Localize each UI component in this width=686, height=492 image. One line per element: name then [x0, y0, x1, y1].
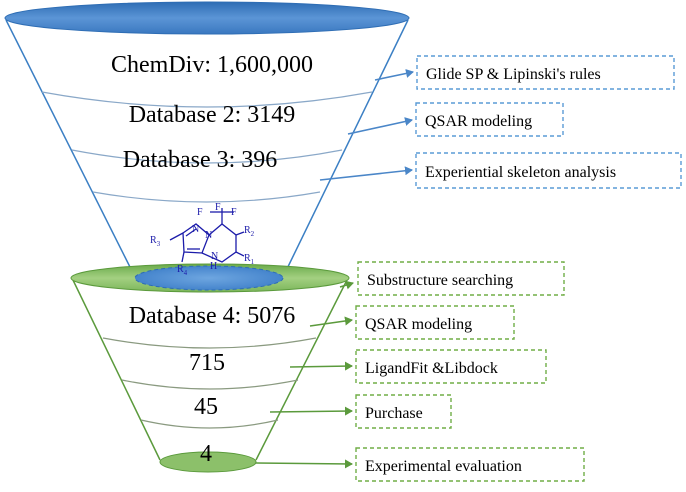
box-purchase-label: Purchase: [365, 405, 423, 422]
box-glide-label: Glide SP & Lipinski's rules: [426, 66, 601, 83]
stage-label-4: 4: [200, 441, 212, 467]
stage-label-database-4: Database 4: 5076: [129, 303, 296, 329]
bottom-annotations: Substructure searching QSAR modeling Lig…: [255, 261, 585, 482]
molecule-five-ring: [182, 223, 210, 254]
molecule-n-bridge: N: [205, 230, 212, 241]
bottom-divider-2: [121, 379, 299, 390]
top-divider-2: [71, 149, 343, 164]
box-substructure-label: Substructure searching: [367, 272, 513, 289]
molecule-f-top: F: [215, 202, 221, 213]
arrow-qsar-top: [347, 117, 413, 135]
box-purchase: [355, 394, 452, 429]
arrow-qsar-bottom: [309, 316, 353, 327]
molecule-r1-bond: [235, 251, 245, 257]
box-skeleton-label: Experiential skeleton analysis: [425, 164, 616, 181]
box-glide: [416, 55, 675, 90]
arrow-ligandfit: [289, 361, 353, 371]
top-funnel: [4, 1, 410, 278]
top-funnel-outlet: [134, 265, 284, 291]
box-qsar-top: [415, 102, 564, 137]
top-funnel-rim: [4, 1, 410, 35]
molecule-n-top: N: [192, 224, 199, 235]
stage-label-715: 715: [189, 350, 225, 376]
bottom-stage-labels: Database 4: 5076 715 45 4: [129, 303, 296, 467]
top-divider-1: [41, 91, 373, 108]
top-divider-3: [92, 191, 321, 203]
bottom-funnel-left-wall: [71, 277, 161, 461]
box-ligandfit-label: LigandFit &Libdock: [365, 360, 498, 377]
molecule-labels: F F F N N N H R2 R1 R3 R4: [150, 202, 255, 277]
molecule-f-left: F: [197, 207, 203, 218]
molecule-r1: R1: [244, 253, 255, 266]
bottom-divider-1: [102, 337, 317, 349]
arrow-purchase: [269, 406, 353, 416]
stage-label-45: 45: [194, 394, 218, 420]
molecule-six-ring: [201, 223, 237, 263]
box-skeleton: [415, 152, 682, 189]
box-experimental: [355, 447, 585, 482]
stage-label-chemdiv: ChemDiv: 1,600,000: [111, 52, 313, 78]
top-annotations: Glide SP & Lipinski's rules QSAR modelin…: [319, 55, 682, 189]
box-qsar-bottom: [355, 305, 515, 340]
molecule-nh-n: N: [211, 251, 218, 262]
molecule-nh-h: H: [210, 261, 217, 272]
molecule-five-ring-double: [185, 228, 197, 237]
molecule-r2: R2: [244, 225, 255, 238]
top-funnel-right-wall: [282, 19, 409, 278]
arrow-glide: [374, 69, 414, 81]
stage-label-database-2: Database 2: 3149: [129, 102, 296, 128]
bottom-funnel-base: [159, 451, 257, 473]
molecule-f-right: F: [231, 207, 237, 218]
bottom-divider-3: [140, 419, 279, 429]
arrow-skeleton: [319, 166, 413, 181]
arrow-substructure: [339, 280, 354, 290]
molecule-r3: R3: [150, 235, 161, 248]
molecule-structure: [169, 208, 245, 263]
top-funnel-left-wall: [5, 19, 136, 278]
arrow-experimental: [255, 459, 353, 469]
stage-label-database-3: Database 3: 396: [123, 147, 278, 173]
bottom-funnel-right-wall: [255, 277, 349, 461]
molecule-r4: R4: [177, 264, 188, 277]
box-qsar-top-label: QSAR modeling: [425, 113, 532, 130]
box-ligandfit: [355, 349, 547, 384]
box-qsar-bottom-label: QSAR modeling: [365, 316, 472, 333]
box-experimental-label: Experimental evaluation: [365, 458, 522, 475]
box-substructure: [357, 261, 565, 296]
molecule-r2-bond: [235, 231, 245, 236]
molecule-r4-bond: [181, 251, 185, 263]
top-stage-labels: ChemDiv: 1,600,000 Database 2: 3149 Data…: [111, 52, 313, 173]
molecule-r3-bond: [169, 232, 184, 241]
